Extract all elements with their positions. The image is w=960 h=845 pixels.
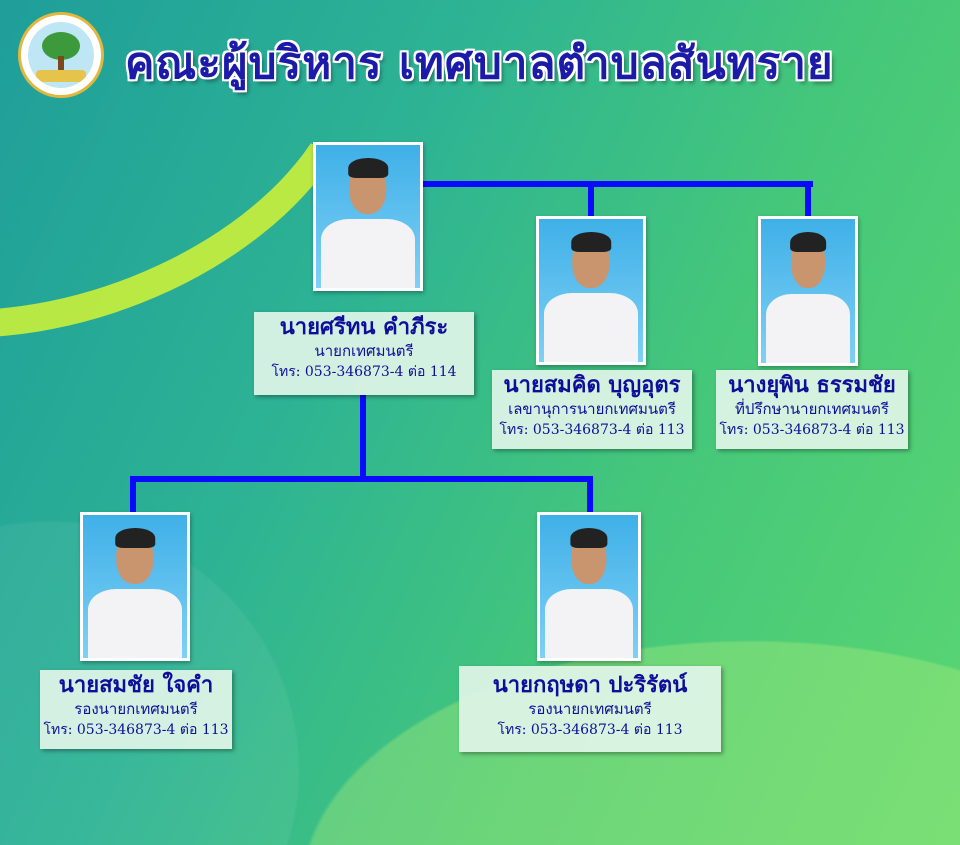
member-phone: โทร: 053-346873-4 ต่อ 113 xyxy=(43,722,229,738)
page-title: คณะผู้บริหาร เทศบาลตำบลสันทราย xyxy=(125,38,834,89)
connector-line xyxy=(423,181,813,187)
photo-deputy-mayor-1 xyxy=(80,512,190,661)
member-name: นางยุพิน ธรรมชัย xyxy=(728,372,896,398)
photo-mayor xyxy=(313,142,423,291)
member-card-mayor: นายศรีทน คำภีระ นายกเทศมนตรี โทร: 053-34… xyxy=(254,312,474,395)
connector-line xyxy=(587,476,593,513)
member-position: รองนายกเทศมนตรี xyxy=(74,700,198,718)
photo-deputy-mayor-2 xyxy=(537,512,641,661)
connector-line xyxy=(130,476,593,482)
member-card-advisor: นางยุพิน ธรรมชัย ที่ปรึกษานายกเทศมนตรี โ… xyxy=(716,370,908,449)
member-phone: โทร: 053-346873-4 ต่อ 113 xyxy=(497,722,683,738)
connector-line xyxy=(360,395,366,481)
connector-line xyxy=(805,181,811,217)
member-phone: โทร: 053-346873-4 ต่อ 113 xyxy=(719,422,905,438)
member-phone: โทร: 053-346873-4 ต่อ 114 xyxy=(271,364,457,380)
municipality-logo xyxy=(18,12,104,98)
member-name: นายกฤษดา ปะริรัตน์ xyxy=(492,672,688,698)
member-position: รองนายกเทศมนตรี xyxy=(528,700,652,718)
member-position: นายกเทศมนตรี xyxy=(314,342,414,360)
member-card-secretary: นายสมคิด บุญอุตร เลขานุการนายกเทศมนตรี โ… xyxy=(492,370,692,449)
member-name: นายศรีทน คำภีระ xyxy=(279,314,449,340)
connector-line xyxy=(130,476,136,513)
photo-advisor xyxy=(758,216,858,366)
member-phone: โทร: 053-346873-4 ต่อ 113 xyxy=(499,422,685,438)
member-position: ที่ปรึกษานายกเทศมนตรี xyxy=(735,400,889,418)
connector-line xyxy=(588,181,594,217)
member-card-deputy-mayor-1: นายสมชัย ใจคำ รองนายกเทศมนตรี โทร: 053-3… xyxy=(40,670,232,749)
member-card-deputy-mayor-2: นายกฤษดา ปะริรัตน์ รองนายกเทศมนตรี โทร: … xyxy=(459,666,721,752)
member-name: นายสมชัย ใจคำ xyxy=(58,672,214,698)
member-position: เลขานุการนายกเทศมนตรี xyxy=(508,400,676,418)
photo-secretary xyxy=(536,216,646,365)
member-name: นายสมคิด บุญอุตร xyxy=(503,372,681,398)
